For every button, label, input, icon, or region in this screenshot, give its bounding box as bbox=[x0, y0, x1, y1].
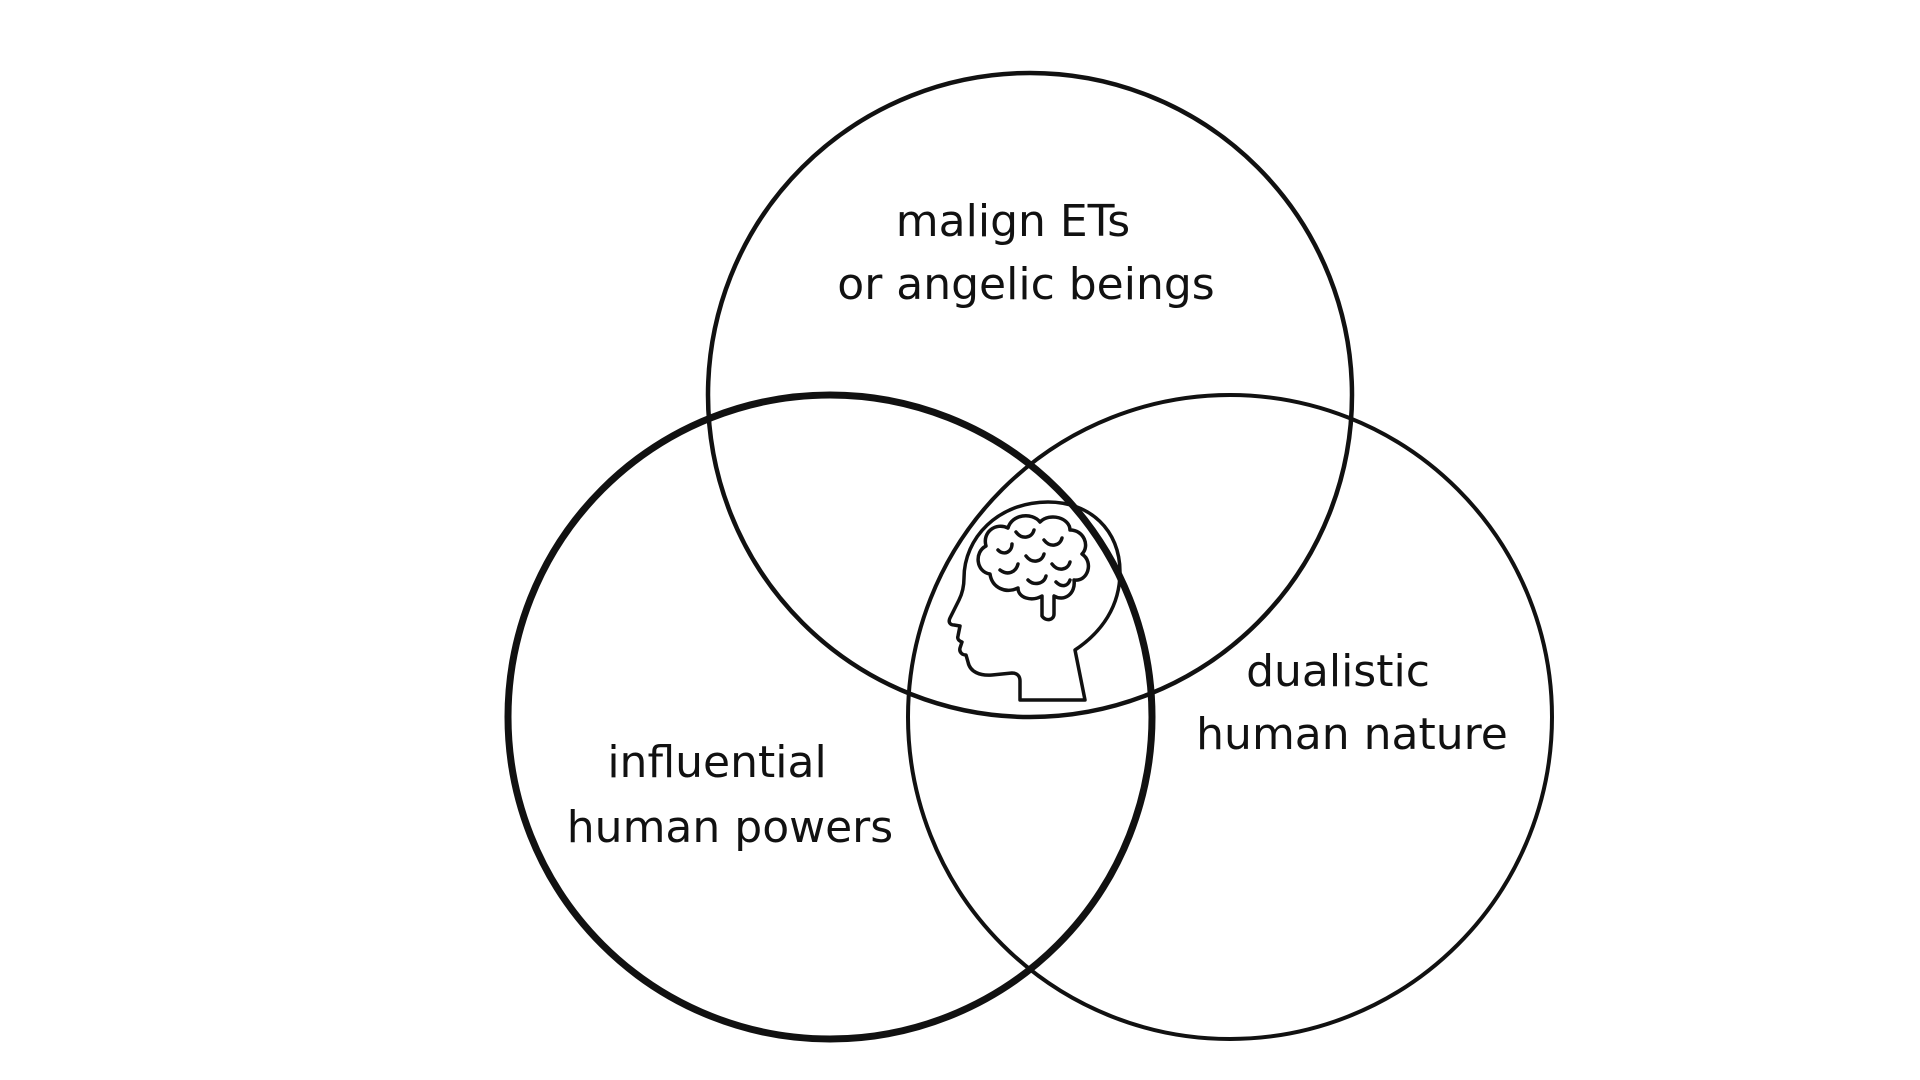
brain-outline bbox=[976, 514, 1091, 622]
label-top-line-1: malign ETs bbox=[896, 196, 1130, 247]
label-right-line-2: human nature bbox=[1196, 709, 1508, 760]
human-head-brain-icon bbox=[947, 500, 1122, 702]
label-right-line-1: dualistic bbox=[1246, 646, 1430, 697]
label-top-line-2: or angelic beings bbox=[837, 259, 1214, 310]
brain-folds bbox=[996, 528, 1072, 588]
circle-top bbox=[705, 70, 1355, 720]
label-left-line-1: influential bbox=[607, 737, 826, 788]
label-right: dualistic human nature bbox=[1196, 646, 1508, 760]
circle-left bbox=[504, 391, 1156, 1043]
label-left: influential human powers bbox=[567, 737, 893, 853]
circle-right bbox=[906, 393, 1554, 1041]
label-top: malign ETs or angelic beings bbox=[837, 196, 1214, 310]
head-outline bbox=[947, 500, 1122, 702]
label-left-line-2: human powers bbox=[567, 802, 893, 853]
